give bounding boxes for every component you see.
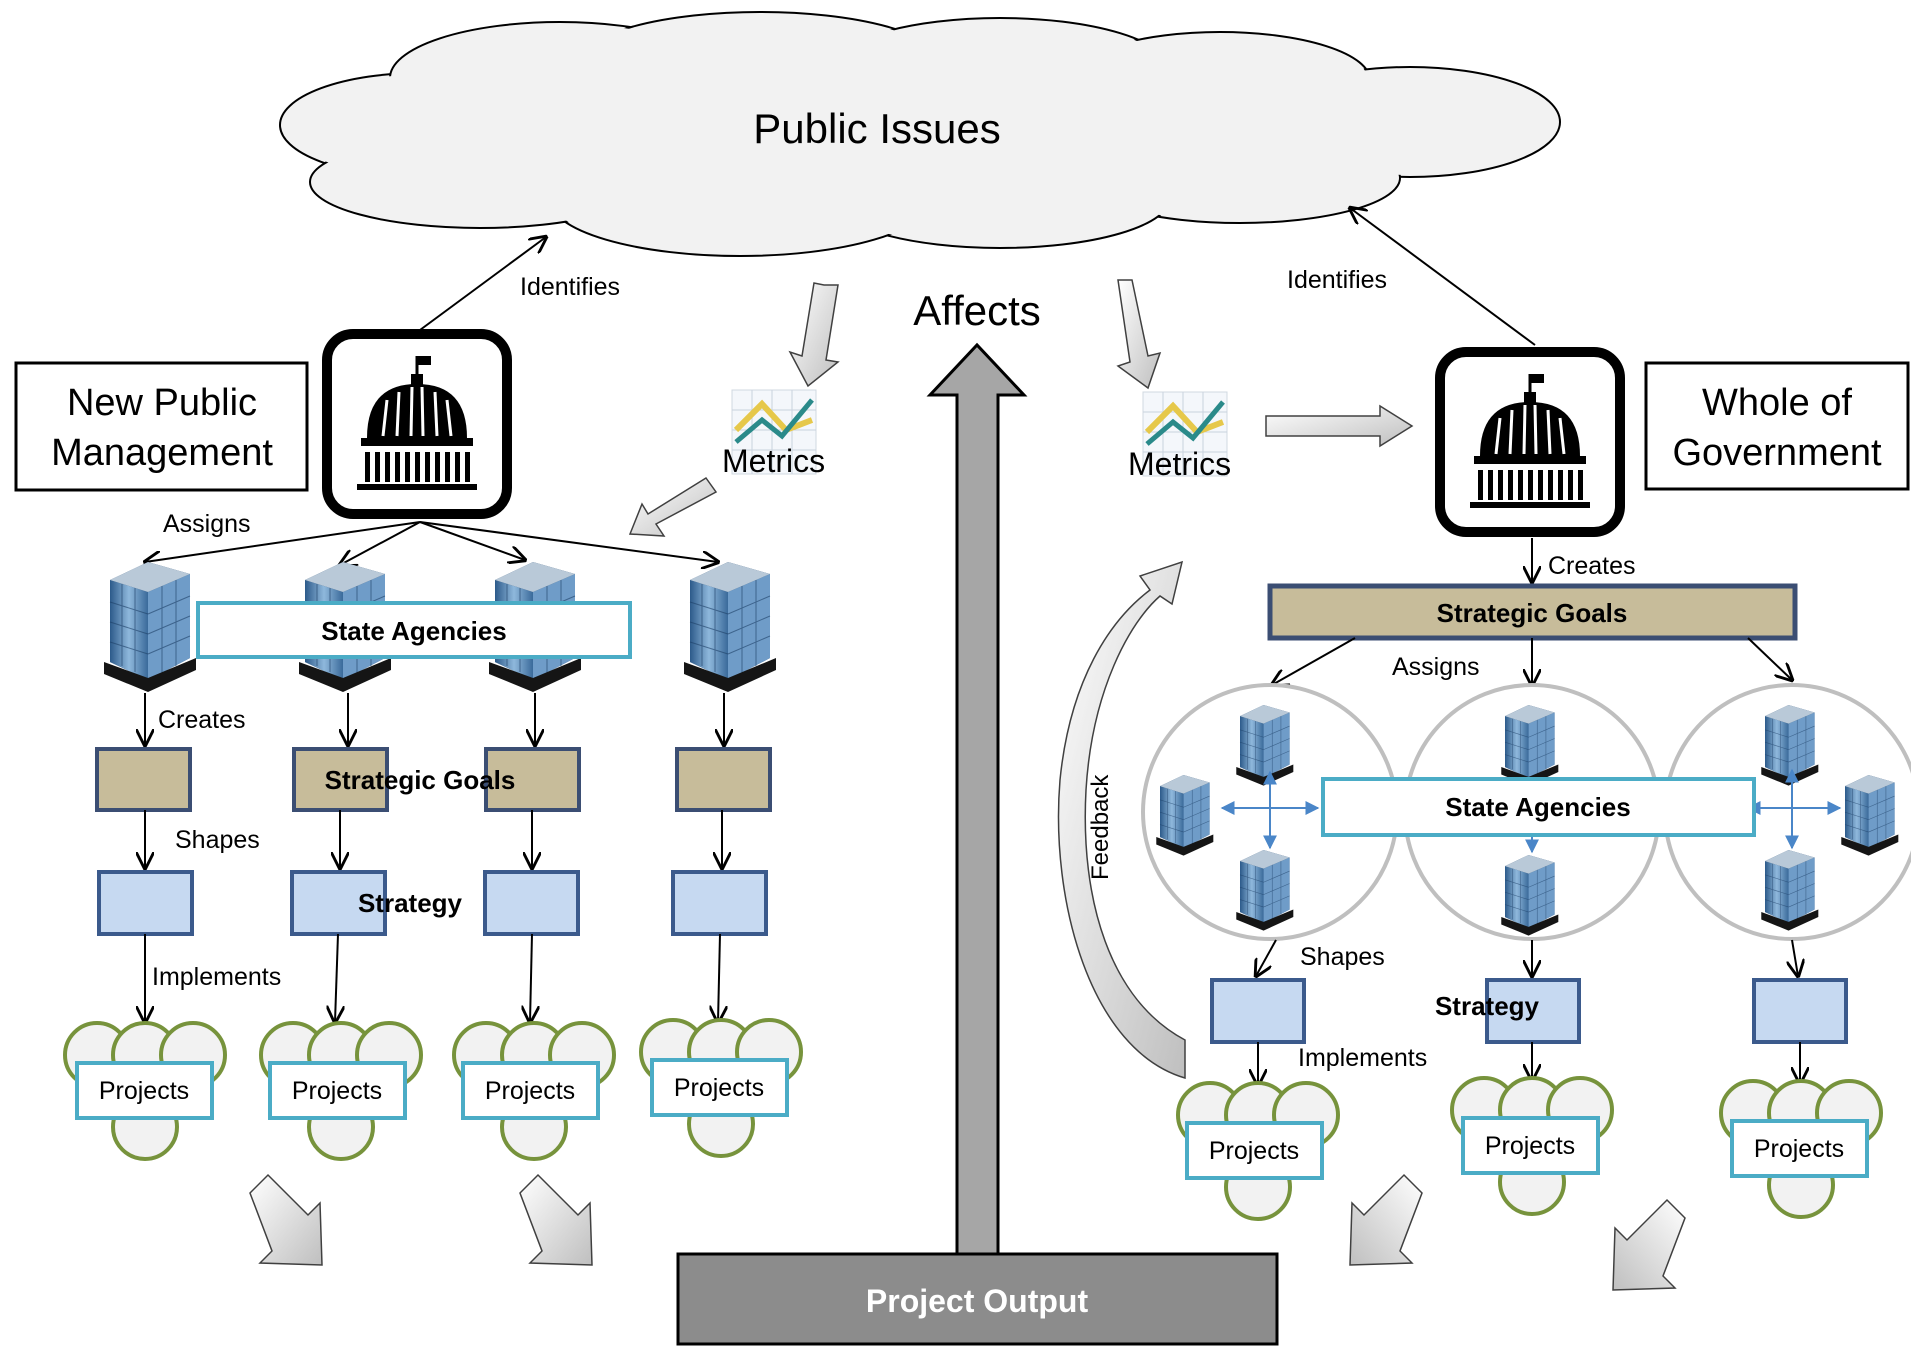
left-state-agencies-label: State Agencies [321, 616, 506, 646]
left-projects-label-1: Projects [99, 1077, 189, 1105]
left-projects-label-3: Projects [485, 1077, 575, 1105]
right-projects-label-3: Projects [1754, 1135, 1844, 1163]
right-projects-label-2: Projects [1485, 1132, 1575, 1160]
left-capitol-icon [327, 334, 507, 514]
left-goal-boxes [95, 747, 772, 812]
wog-title-line1: Whole of [1702, 382, 1852, 424]
right-projects-box-2 [1461, 1116, 1600, 1175]
right-projects-box-1 [1185, 1121, 1324, 1180]
left-state-agencies-box [196, 601, 632, 659]
cloud-to-metrics-left-arrow [788, 282, 840, 388]
left-shapes-arrows [145, 810, 722, 868]
right-identifies-label: Identifies [1287, 266, 1387, 294]
npm-title-line2: Management [51, 432, 273, 474]
left-projects-box-1 [75, 1061, 214, 1120]
right-capitol-icon [1440, 352, 1620, 532]
left-strategy-label: Strategy [358, 888, 463, 918]
right-shapes-label: Shapes [1300, 943, 1385, 971]
left-agency-building-1 [103, 561, 197, 693]
cloud-to-metrics-right-arrow [1116, 279, 1162, 390]
public-issues-cloud: Public Issues [279, 11, 1561, 257]
left-shapes-label: Shapes [175, 826, 260, 854]
right-shapes-arrows [1256, 939, 1798, 976]
right-implements-label: Implements [1298, 1044, 1427, 1072]
project-output-box [676, 1252, 1279, 1346]
right-projects-box-3 [1730, 1119, 1869, 1178]
right-output-arrow-2 [1612, 1199, 1686, 1291]
wog-title-line2: Government [1672, 432, 1882, 474]
left-projects-label-4: Projects [674, 1074, 764, 1102]
left-assigns-label: Assigns [163, 510, 251, 538]
left-output-arrow-2 [519, 1174, 593, 1266]
npm-title-box [14, 361, 309, 492]
left-implements-label: Implements [152, 963, 281, 991]
wog-title-box [1644, 361, 1910, 491]
left-projects-label-2: Projects [292, 1077, 382, 1105]
left-creates-label: Creates [158, 706, 246, 734]
project-output-label: Project Output [866, 1283, 1089, 1319]
affects-arrow [926, 342, 1028, 1256]
right-creates-label: Creates [1548, 552, 1636, 580]
affects-label: Affects [913, 287, 1041, 334]
npm-title-line1: New Public [67, 382, 257, 424]
right-assigns-arrows [1272, 637, 1792, 685]
right-strategic-goals-label: Strategic Goals [1437, 598, 1628, 628]
left-metrics-label: Metrics [722, 443, 825, 479]
right-metrics-label: Metrics [1128, 446, 1231, 482]
left-agency-building-4 [683, 561, 777, 693]
left-strategy-boxes [97, 870, 768, 936]
right-assigns-label: Assigns [1392, 653, 1480, 681]
left-strategic-goals-label: Strategic Goals [325, 765, 516, 795]
right-panel: Metrics Identifies Whole of Government C… [1057, 208, 1911, 1221]
left-metrics-arrow [628, 476, 718, 537]
left-creates-arrows [145, 693, 724, 745]
left-projects-box-2 [268, 1061, 407, 1120]
right-circle-1-agencies [1155, 704, 1320, 931]
right-metrics-arrow [1265, 404, 1414, 448]
right-state-agencies-box [1321, 777, 1756, 837]
right-output-arrow-1 [1349, 1174, 1423, 1266]
feedback-arrow [1057, 560, 1186, 1080]
left-projects-box-3 [461, 1061, 600, 1120]
left-output-arrow-1 [249, 1174, 323, 1266]
feedback-label: Feedback [1087, 774, 1114, 880]
left-identifies-arrow [419, 237, 546, 331]
right-identifies-arrow [1350, 208, 1536, 346]
public-issues-label: Public Issues [753, 105, 1000, 152]
right-strategy-label: Strategy [1435, 991, 1540, 1021]
right-projects-label-1: Projects [1209, 1137, 1299, 1165]
left-implements-arrows [145, 933, 720, 1022]
left-identifies-label: Identifies [520, 273, 620, 301]
right-state-agencies-label: State Agencies [1445, 792, 1630, 822]
right-implements-arrows [1258, 1042, 1800, 1085]
left-projects-box-4 [650, 1058, 789, 1117]
left-assigns-arrows [145, 521, 718, 565]
left-panel: New Public Management Identifies Metrics… [14, 237, 825, 1161]
